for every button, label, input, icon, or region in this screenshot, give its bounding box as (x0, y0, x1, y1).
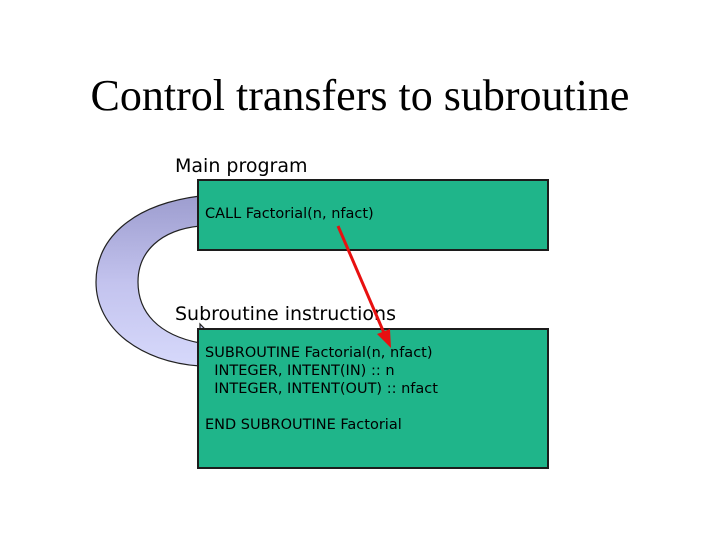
red-arrow-head (377, 329, 391, 348)
subroutine-line-1: SUBROUTINE Factorial(n, nfact) (205, 345, 433, 361)
main-program-box: CALL Factorial(n, nfact) (197, 179, 549, 251)
slide-title: Control transfers to subroutine (90, 71, 630, 120)
main-program-label: Main program (175, 155, 308, 177)
subroutine-box: SUBROUTINE Factorial(n, nfact) INTEGER, … (197, 328, 549, 469)
subroutine-label: Subroutine instructions (175, 303, 396, 325)
call-statement: CALL Factorial(n, nfact) (205, 206, 374, 222)
subroutine-line-2: INTEGER, INTENT(IN) :: n (205, 363, 395, 379)
end-subroutine-line: END SUBROUTINE Factorial (205, 417, 402, 433)
red-arrow-line (336, 225, 386, 334)
subroutine-line-3: INTEGER, INTENT(OUT) :: nfact (205, 381, 438, 397)
